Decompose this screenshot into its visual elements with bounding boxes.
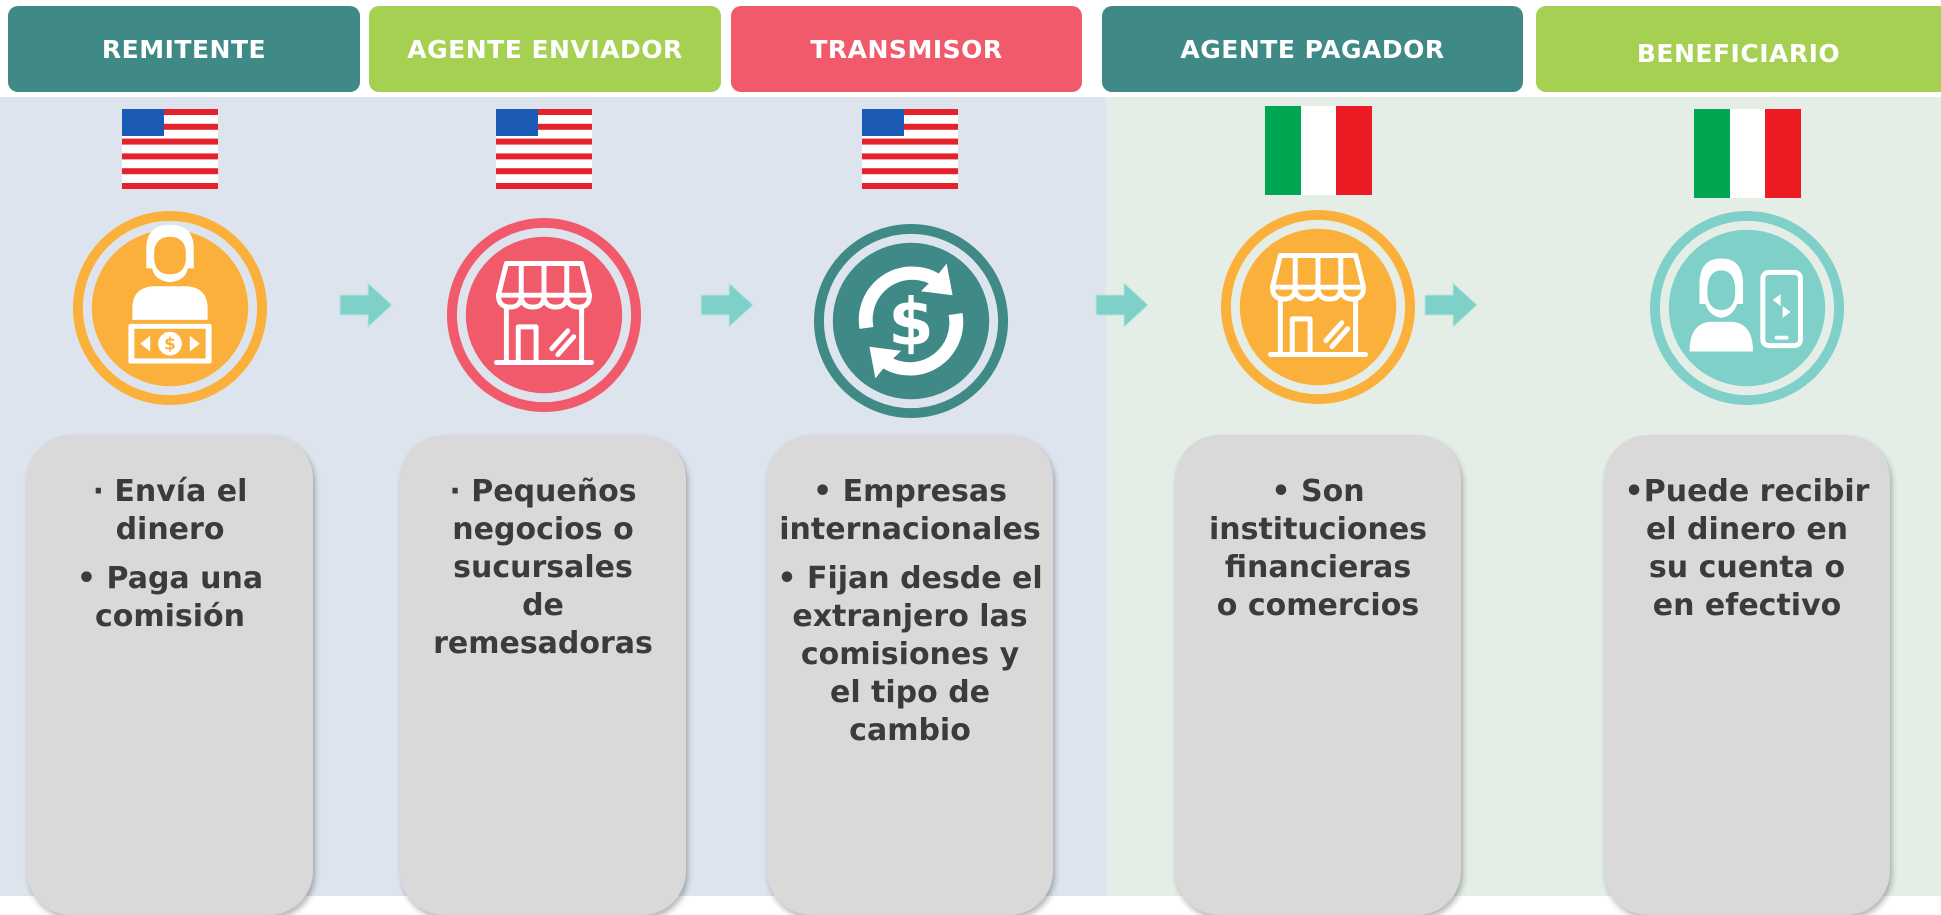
dollar-exchange-icon: $ bbox=[813, 223, 1009, 419]
svg-text:$: $ bbox=[888, 285, 933, 361]
bullet-line: comisiones y bbox=[800, 637, 1020, 672]
woman-with-money-icon: $ bbox=[72, 210, 268, 406]
bullet-line: •Puede recibir bbox=[1624, 474, 1870, 509]
header-agente-pagador: AGENTE PAGADOR bbox=[1102, 6, 1523, 92]
bullet-item: • Paga una comisión bbox=[35, 560, 305, 636]
bullet-line: su cuenta o bbox=[1648, 550, 1846, 585]
agente-enviador-circle bbox=[445, 216, 643, 414]
bullet-line: · Pequeños bbox=[449, 474, 637, 509]
bullet-line: • Son bbox=[1271, 474, 1365, 509]
bullet-item: •Puede recibir el dinero en su cuenta o … bbox=[1612, 473, 1882, 625]
header-remitente: REMITENTE bbox=[8, 6, 360, 92]
bullet-line: • Empresas bbox=[813, 474, 1007, 509]
bullet-line: de bbox=[522, 588, 564, 623]
card-transmisor: • Empresas internacionales • Fijan desde… bbox=[767, 435, 1053, 915]
bullet-line: comisión bbox=[94, 599, 246, 634]
bullet-line: dinero bbox=[115, 512, 225, 547]
bullet-line: • Paga una bbox=[76, 561, 264, 596]
remitente-circle: $ bbox=[71, 209, 269, 407]
bullet-line: en efectivo bbox=[1652, 588, 1842, 623]
arrow-right-icon bbox=[1423, 279, 1479, 331]
bullet-line: financieras bbox=[1224, 550, 1412, 585]
us-flag-icon bbox=[862, 109, 958, 189]
bullet-item: · Pequeños negocios o sucursales de reme… bbox=[408, 473, 678, 663]
card-beneficiario: •Puede recibir el dinero en su cuenta o … bbox=[1604, 435, 1890, 915]
arrow-right-icon bbox=[699, 279, 755, 331]
us-flag-icon bbox=[496, 109, 592, 189]
italy-flag-icon bbox=[1265, 106, 1372, 195]
bullet-line: negocios o bbox=[452, 512, 634, 547]
bullet-line: sucursales bbox=[453, 550, 633, 585]
us-flag-icon bbox=[122, 109, 218, 189]
card-remitente: · Envía el dinero • Paga una comisión bbox=[27, 435, 313, 915]
bullet-line: • Fijan desde el bbox=[777, 561, 1043, 596]
bullet-line: o comercios bbox=[1216, 588, 1420, 623]
header-agente-enviador: AGENTE ENVIADOR bbox=[369, 6, 721, 92]
bullet-item: • Fijan desde el extranjero las comision… bbox=[775, 560, 1045, 750]
header-transmisor: TRANSMISOR bbox=[731, 6, 1082, 92]
bullet-item: • Son instituciones financieras o comerc… bbox=[1183, 473, 1453, 625]
header-beneficiario: BENEFICIARIO bbox=[1536, 6, 1941, 92]
bullet-line: el tipo de bbox=[829, 675, 991, 710]
storefront-icon bbox=[1220, 209, 1416, 405]
bullet-line: · Envía el bbox=[92, 474, 248, 509]
card-agente-enviador: · Pequeños negocios o sucursales de reme… bbox=[400, 435, 686, 915]
bullet-item: • Empresas internacionales bbox=[775, 473, 1045, 549]
transmisor-circle: $ bbox=[812, 222, 1010, 420]
beneficiario-circle bbox=[1648, 209, 1846, 407]
italy-flag-icon bbox=[1694, 109, 1801, 198]
bullet-line: el dinero en bbox=[1645, 512, 1849, 547]
bullet-line: internacionales bbox=[779, 512, 1041, 547]
agente-pagador-circle bbox=[1219, 208, 1417, 406]
person-with-phone-icon bbox=[1649, 210, 1845, 406]
arrow-right-icon bbox=[1094, 279, 1150, 331]
arrow-right-icon bbox=[338, 279, 394, 331]
bullet-line: extranjero las bbox=[792, 599, 1028, 634]
card-agente-pagador: • Son instituciones financieras o comerc… bbox=[1175, 435, 1461, 915]
bullet-line: remesadoras bbox=[433, 626, 653, 661]
bullet-item: · Envía el dinero bbox=[35, 473, 305, 549]
svg-text:$: $ bbox=[164, 334, 176, 354]
storefront-icon bbox=[446, 217, 642, 413]
bullet-line: cambio bbox=[849, 713, 971, 748]
bullet-line: instituciones bbox=[1208, 512, 1428, 547]
